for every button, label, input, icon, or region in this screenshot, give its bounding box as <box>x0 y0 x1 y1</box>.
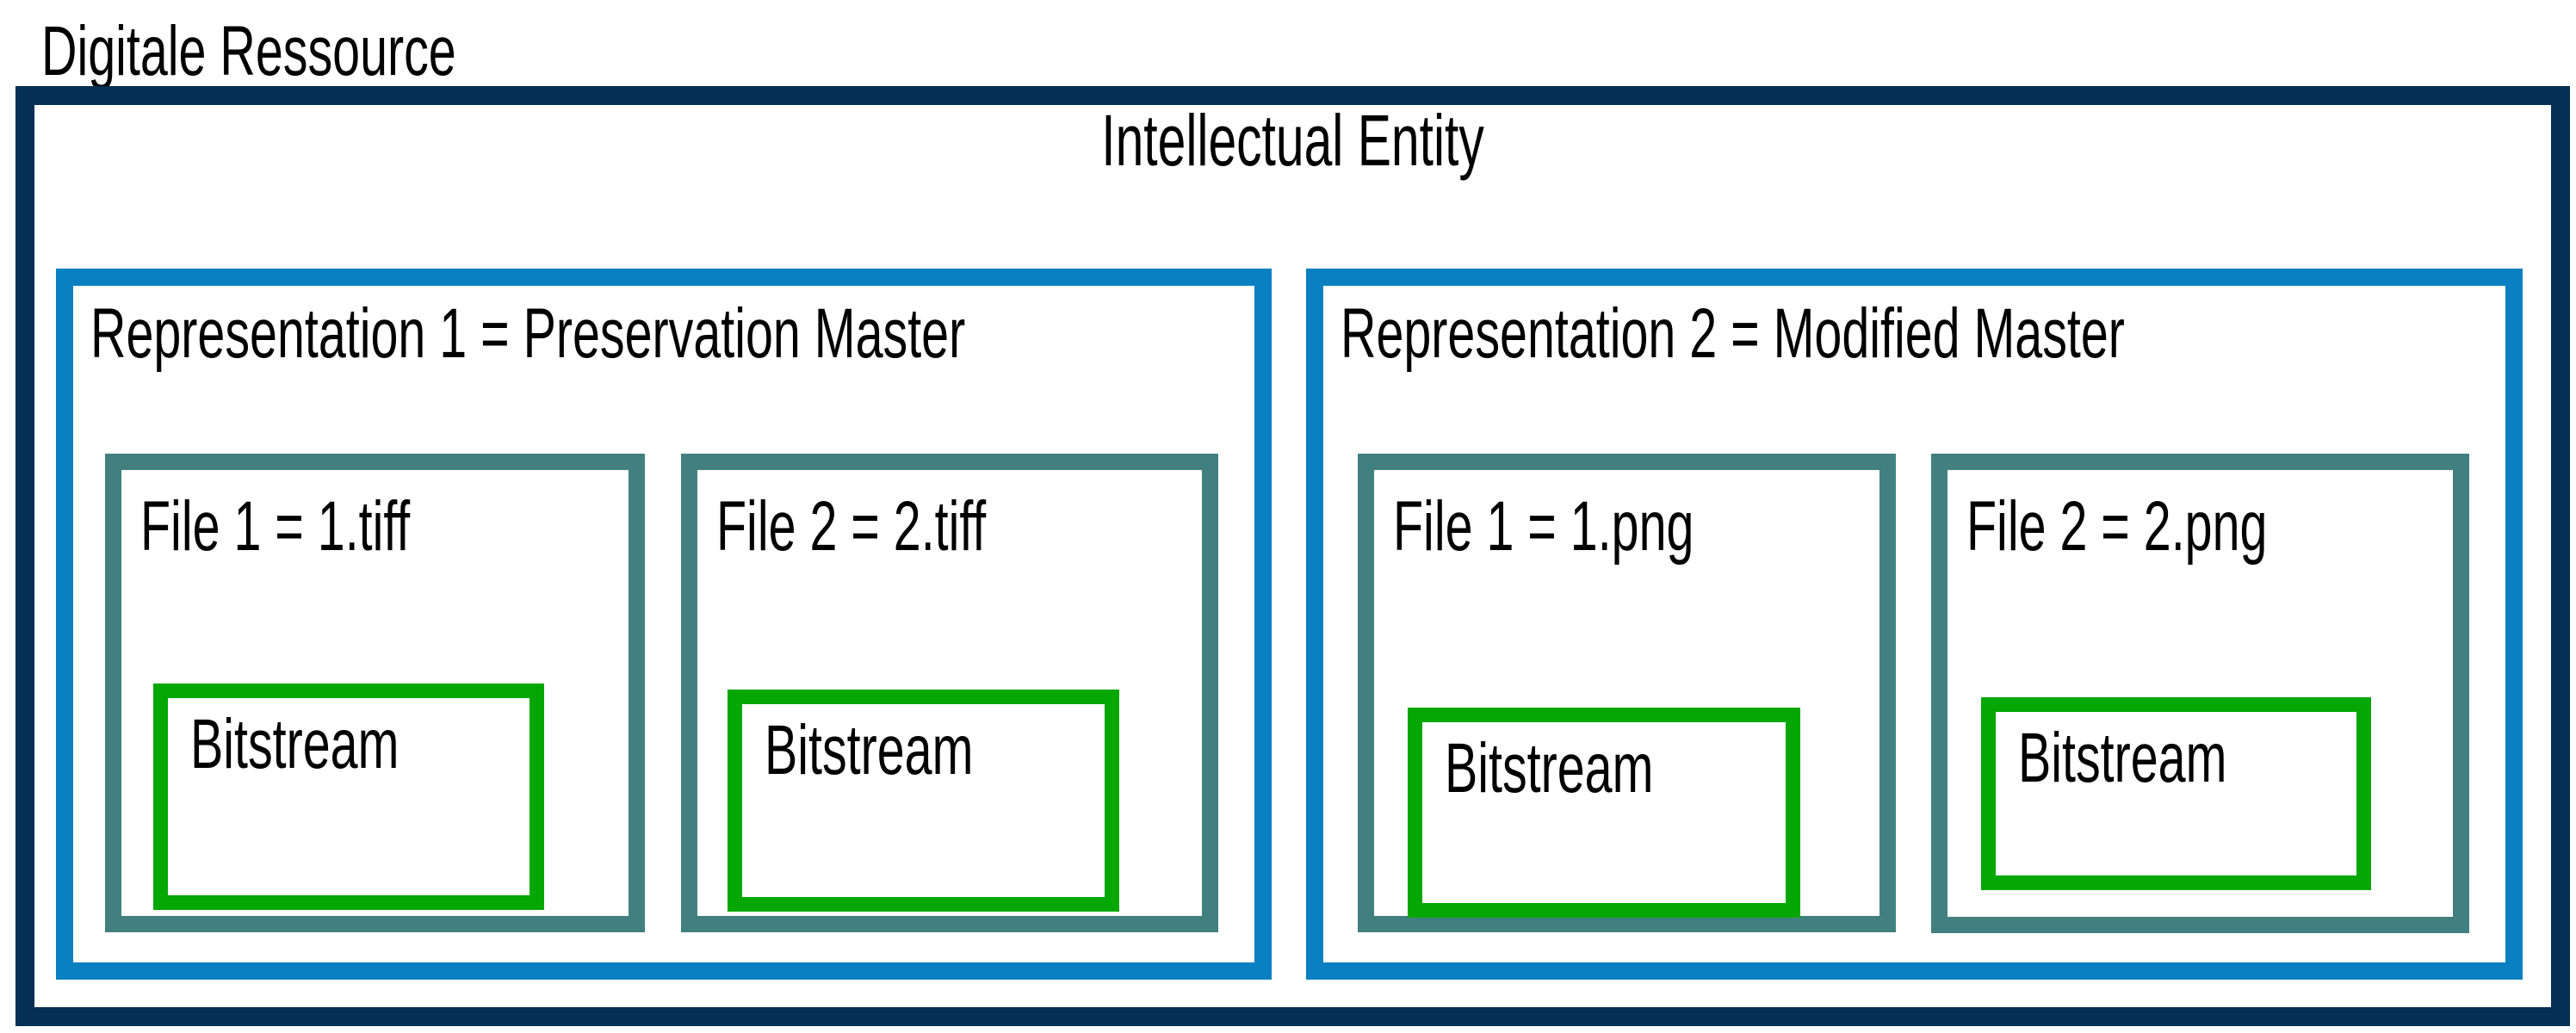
intellectual-entity-box <box>15 86 2570 1026</box>
rep2-file-1-label-text: File 1 = 1.png <box>1393 487 1694 566</box>
representation-1-label: Representation 1 = Preservation Master <box>90 294 1341 374</box>
rep2-file-2-label: File 2 = 2.png <box>1966 487 2396 566</box>
rep1-file-1-label-text: File 1 = 1.tiff <box>140 487 411 566</box>
rep2-file-1-label: File 1 = 1.png <box>1393 487 1823 566</box>
rep1-file-1-bitstream-label-text: Bitstream <box>190 705 399 783</box>
representation-2-box: Representation 2 = Modified Master <box>1306 269 2523 980</box>
rep1-file-2-label-text: File 2 = 2.tiff <box>716 487 987 566</box>
rep2-file-1-box: File 1 = 1.png <box>1358 454 1896 932</box>
rep1-file-2-bitstream-box: Bitstream <box>728 690 1119 912</box>
representation-2-label-text: Representation 2 = Modified Master <box>1341 294 2125 373</box>
rep1-file-1-label: File 1 = 1.tiff <box>140 487 525 566</box>
rep2-file-2-bitstream-label: Bitstream <box>2018 719 2316 798</box>
rep1-file-2-label: File 2 = 2.tiff <box>716 487 1101 566</box>
rep1-file-2-bitstream-label-text: Bitstream <box>765 711 974 789</box>
rep1-file-1-bitstream-box: Bitstream <box>153 684 544 910</box>
rep2-file-2-box: File 2 = 2.png <box>1931 454 2469 933</box>
intellectual-entity-title: Intellectual Entity <box>15 100 2570 181</box>
rep2-file-2-bitstream-box: Bitstream <box>1981 697 2371 890</box>
intellectual-entity-title-text: Intellectual Entity <box>1101 100 1484 181</box>
representation-1-box: Representation 1 = Preservation Master <box>56 269 1272 980</box>
rep1-file-1-box: File 1 = 1.tiff <box>105 454 645 932</box>
rep2-file-2-label-text: File 2 = 2.png <box>1966 487 2268 566</box>
rep2-file-1-bitstream-label: Bitstream <box>1445 729 1743 808</box>
rep2-file-1-bitstream-box: Bitstream <box>1408 708 1800 918</box>
rep1-file-2-box: File 2 = 2.tiff <box>681 454 1218 932</box>
rep2-file-2-bitstream-label-text: Bitstream <box>2018 719 2227 797</box>
representation-1-label-text: Representation 1 = Preservation Master <box>90 294 966 373</box>
representation-2-label: Representation 2 = Modified Master <box>1341 294 2461 374</box>
digital-resource-label-text: Digitale Ressource <box>41 12 456 90</box>
rep1-file-2-bitstream-label: Bitstream <box>765 711 1062 790</box>
rep2-file-1-bitstream-label-text: Bitstream <box>1445 729 1654 807</box>
digital-resource-label: Digitale Ressource <box>41 12 634 91</box>
rep1-file-1-bitstream-label: Bitstream <box>190 705 488 784</box>
